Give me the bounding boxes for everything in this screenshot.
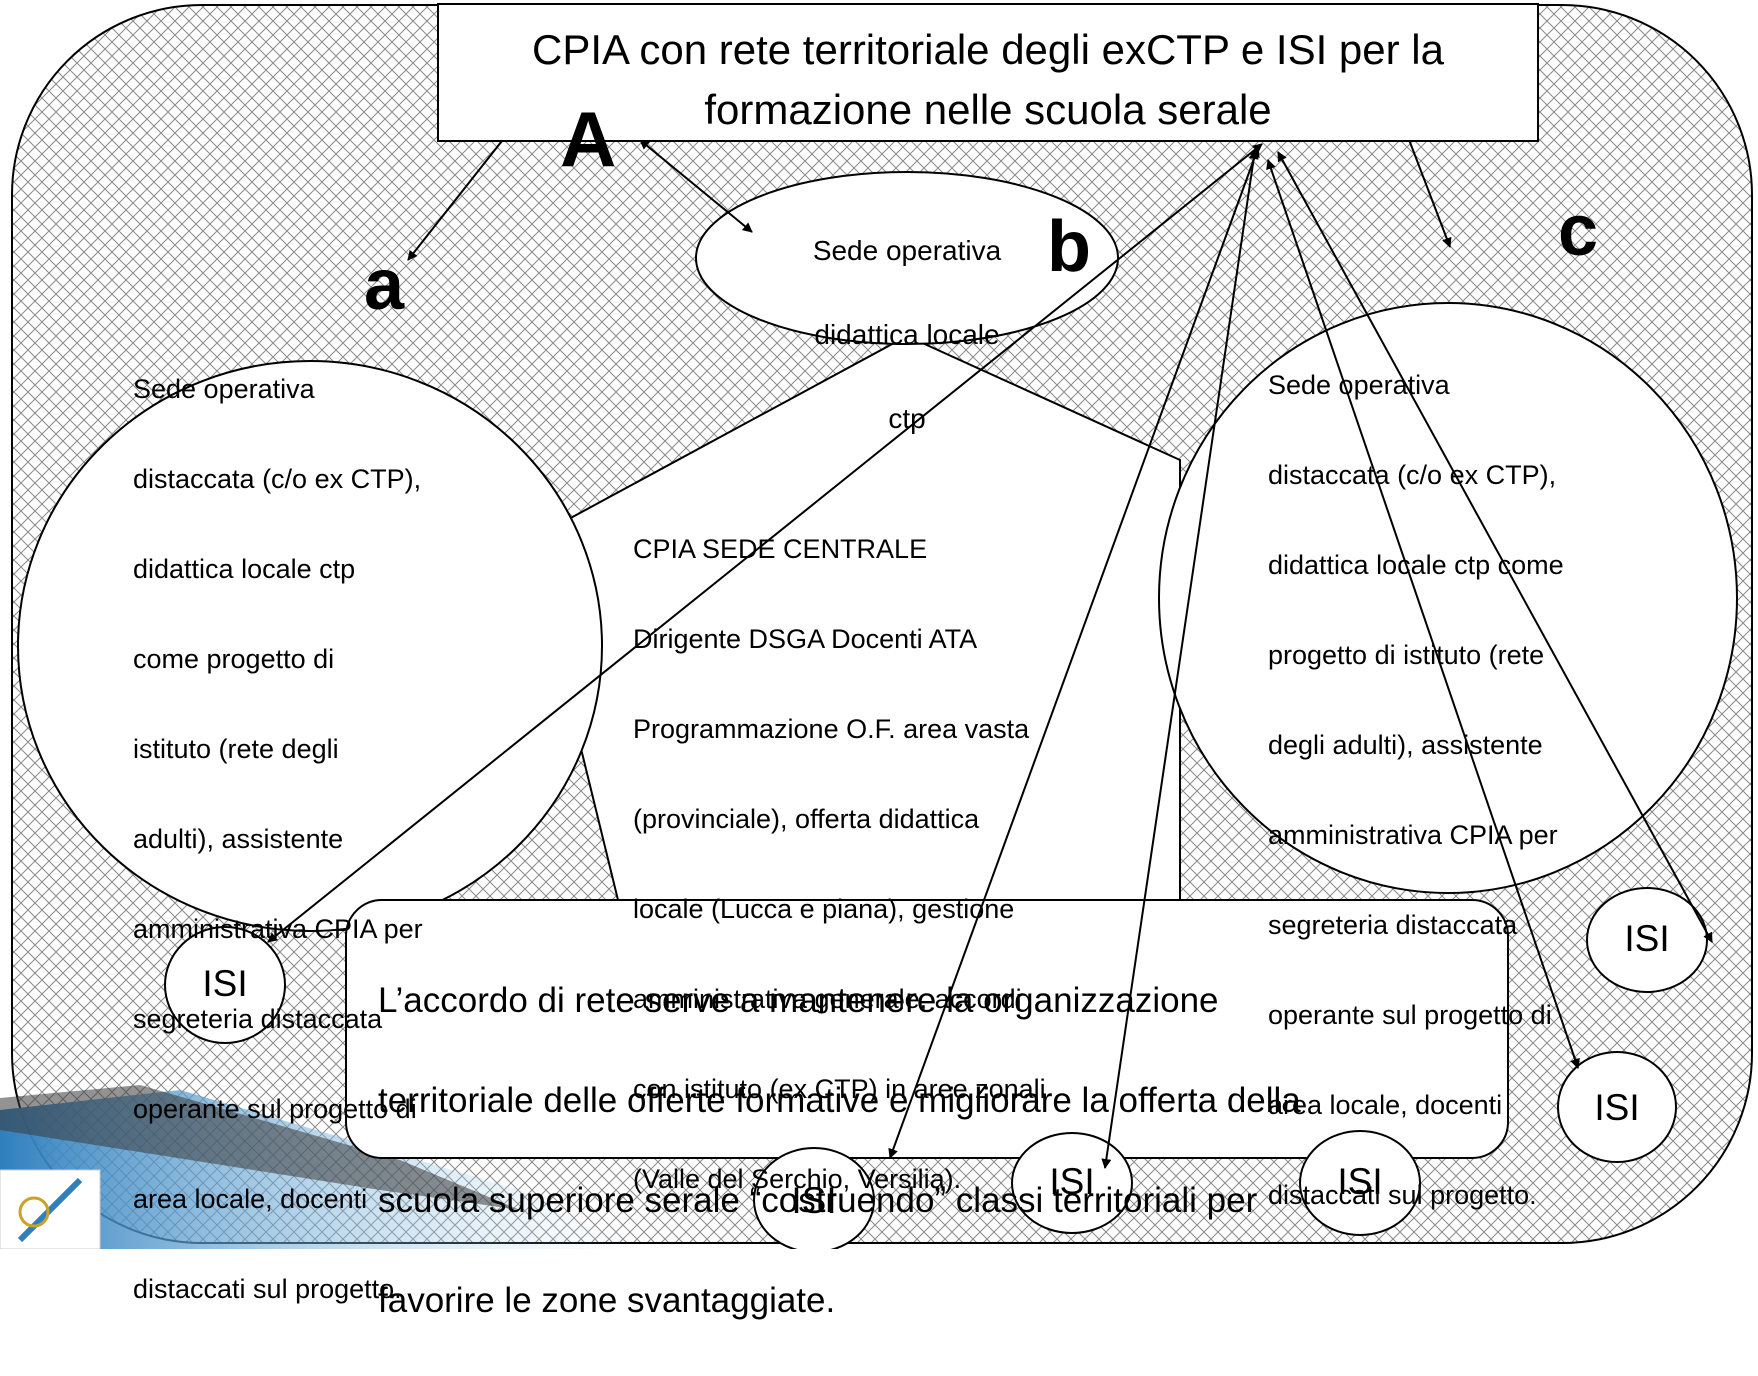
top-ellipse-text: Sede operativa didattica locale ctp (770, 188, 1044, 482)
diagram-canvas: CPIA con rete territoriale degli exCTP e… (0, 3, 1753, 1320)
agreement-line: scuola superiore serale “costruendo” cla… (378, 1181, 1258, 1220)
arrow-title-to-isi-right-upper (1277, 151, 1713, 943)
isi-label-right-lower: ISI (1594, 1087, 1640, 1128)
central-line: (provinciale), offerta didattica (633, 804, 980, 834)
left-ellipse-line: come progetto di (133, 644, 335, 674)
right-ellipse-line: distaccati sul progetto. (1268, 1180, 1537, 1210)
right-ellipse-line: area locale, docenti (1268, 1090, 1503, 1120)
left-ellipse-line: distaccata (c/o ex CTP), (133, 464, 422, 494)
title-line-1: CPIA con rete territoriale degli exCTP e… (532, 26, 1444, 73)
top-ellipse-line: didattica locale (814, 319, 1000, 350)
right-ellipse-line: segreteria distaccata (1268, 910, 1518, 940)
title-box (437, 3, 1539, 142)
agreement-line: L’accordo di rete serve a mantenere la o… (378, 981, 1219, 1020)
isi-label-left: ISI (202, 963, 248, 1004)
left-ellipse-line: operante sul progetto di (133, 1094, 417, 1124)
top-ellipse-line: Sede operativa (812, 235, 1002, 266)
central-line: CPIA SEDE CENTRALE (633, 534, 928, 564)
logo-emblem-star (18, 1196, 50, 1228)
agreement-text: L’accordo di rete serve a mantenere la o… (378, 926, 1488, 1376)
right-ellipse-line: Sede operativa (1268, 370, 1450, 400)
left-ellipse-line: istituto (rete degli (133, 734, 339, 764)
isi-label-bottom-1: ISI (791, 1180, 837, 1221)
right-ellipse-line: distaccata (c/o ex CTP), (1268, 460, 1557, 490)
agreement-line: territoriale delle offerte formative e m… (378, 1081, 1301, 1120)
right-ellipse-line: progetto di istituto (rete (1268, 640, 1545, 670)
letter-b: b (1047, 207, 1091, 287)
isi-circle-left (164, 926, 286, 1044)
right-ellipse-text: Sede operativa distaccata (c/o ex CTP), … (1268, 318, 1688, 1263)
right-ellipse-line: didattica locale ctp come (1268, 550, 1564, 580)
right-ellipse-line: operante sul progetto di (1268, 1000, 1552, 1030)
arrow-title-to-isi-bottom-2 (1101, 149, 1259, 1169)
logo-emblem-stroke (17, 1177, 83, 1243)
central-line: (Valle del Serchio, Versilia). (633, 1164, 962, 1194)
central-text: CPIA SEDE CENTRALE Dirigente DSGA Docent… (633, 482, 1153, 1247)
left-ellipse-line: segreteria distaccata (133, 1004, 383, 1034)
left-ellipse-line: adulti), assistente (133, 824, 344, 854)
letter-A: A (560, 95, 617, 183)
letter-c: c (1558, 191, 1599, 271)
diagram-svg (0, 4, 1753, 1253)
central-line: locale (Lucca e piana), gestione (633, 894, 1015, 924)
left-ellipse-line: didattica locale ctp (133, 554, 356, 584)
central-line: Programmazione O.F. area vasta (633, 714, 1030, 744)
right-ellipse-line: degli adulti), assistente (1268, 730, 1543, 760)
left-ellipse-line: Sede operativa (133, 374, 315, 404)
right-ellipse-line: amministrativa CPIA per (1268, 820, 1558, 850)
central-line: Dirigente DSGA Docenti ATA (633, 624, 978, 654)
logo-swoosh-shadow (0, 1085, 520, 1210)
isi-circle-bottom-3 (1299, 1130, 1421, 1236)
title-line-2: formazione nelle scuola serale (704, 86, 1272, 133)
diagram-title: CPIA con rete territoriale degli exCTP e… (437, 20, 1539, 140)
central-line: amministrativa generale, accordi (633, 984, 1022, 1014)
top-ellipse-line: ctp (888, 403, 926, 434)
central-line: con istituto (ex CTP) in aree zonali (633, 1074, 1046, 1104)
letter-a: a (364, 245, 405, 325)
isi-label-right-upper: ISI (1624, 918, 1670, 959)
left-ellipse-line: area locale, docenti (133, 1184, 368, 1214)
isi-label-bottom-3: ISI (1337, 1161, 1383, 1202)
isi-circle-right-lower (1557, 1051, 1677, 1163)
left-ellipse-line: amministrativa CPIA per (133, 914, 423, 944)
agreement-line: favorire le zone svantaggiate. (378, 1281, 836, 1320)
isi-label-bottom-2: ISI (1049, 1161, 1095, 1202)
